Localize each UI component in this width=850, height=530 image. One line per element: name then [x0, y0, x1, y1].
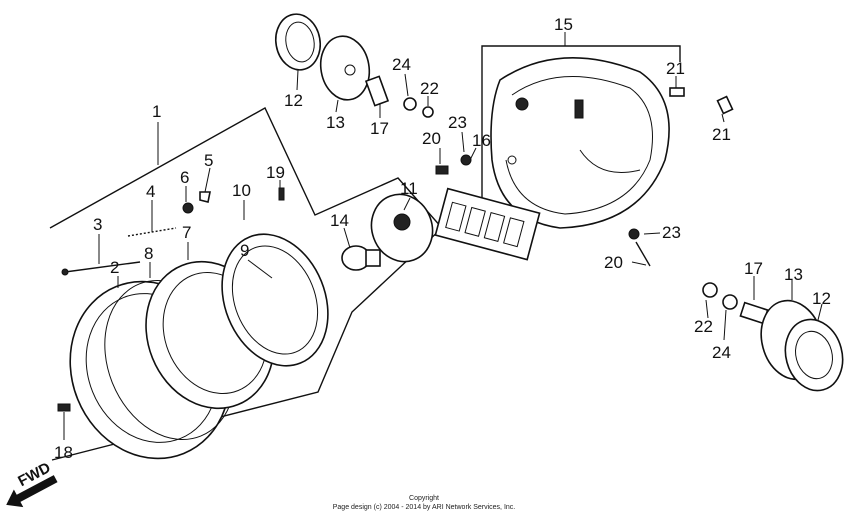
copyright-line-1: Copyright — [409, 495, 439, 502]
bolt-20-lower — [635, 241, 651, 267]
nut-23-upper — [460, 154, 472, 166]
reflector-cap-12-upper — [274, 13, 322, 71]
callout-16: 16 — [472, 131, 491, 150]
nut-23-lower — [628, 228, 640, 240]
group-15-bracket — [481, 45, 681, 198]
bulb-socket — [370, 193, 434, 263]
callout-3: 3 — [93, 215, 102, 234]
fwd-arrow-icon: FWD — [6, 459, 58, 508]
callout-10: 10 — [232, 181, 251, 200]
callout-6: 6 — [180, 168, 189, 187]
stud-17-upper — [364, 75, 390, 107]
washer-22-lower — [702, 282, 718, 298]
callout-22-lower: 22 — [694, 317, 713, 336]
callout-7: 7 — [182, 223, 191, 242]
screw-18 — [57, 403, 71, 412]
callout-22-upper: 22 — [420, 79, 439, 98]
callout-13-upper: 13 — [326, 113, 345, 132]
mounting-ring — [221, 233, 329, 367]
callout-24-lower: 24 — [712, 343, 731, 362]
callout-8: 8 — [144, 244, 153, 263]
nut-6 — [182, 202, 194, 214]
callout-23-upper: 23 — [448, 113, 467, 132]
connector-block — [434, 187, 541, 261]
callout-21-upper: 21 — [666, 59, 685, 78]
callout-18: 18 — [54, 443, 73, 462]
callout-4: 4 — [146, 182, 155, 201]
washer-22-upper — [422, 106, 434, 118]
bolt-21-b — [716, 95, 734, 115]
callout-17-lower: 17 — [744, 259, 763, 278]
callout-1: 1 — [152, 102, 161, 121]
screw-3 — [61, 261, 141, 276]
callout-13-lower: 13 — [784, 265, 803, 284]
callout-2: 2 — [110, 258, 119, 277]
leader-lines — [63, 32, 823, 440]
callout-5: 5 — [204, 151, 213, 170]
callout-20-lower: 20 — [604, 253, 623, 272]
callout-11: 11 — [400, 179, 418, 198]
screw-19 — [278, 187, 285, 201]
callout-19: 19 — [266, 163, 285, 182]
callout-14: 14 — [330, 211, 349, 230]
callout-15: 15 — [554, 15, 573, 34]
headlight-case — [490, 56, 670, 229]
clip-5 — [199, 191, 211, 203]
callout-9: 9 — [240, 241, 249, 260]
bulb — [341, 245, 381, 271]
cover-13-upper — [319, 35, 371, 101]
callout-24-upper: 24 — [392, 55, 411, 74]
copyright-line-2: Page design (c) 2004 - 2014 by ARI Netwo… — [333, 504, 516, 511]
callout-12-upper: 12 — [284, 91, 303, 110]
reflector-cap-12-lower — [784, 318, 844, 392]
callout-12-lower: 12 — [812, 289, 831, 308]
bolt-21-a — [669, 87, 685, 97]
callout-23-lower: 23 — [662, 223, 681, 242]
callout-21-lower: 21 — [712, 125, 731, 144]
callout-17-upper: 17 — [370, 119, 389, 138]
bolt-20-upper — [435, 165, 449, 175]
callout-20-upper: 20 — [422, 129, 441, 148]
washer-24-lower — [722, 294, 738, 310]
washer-24-upper — [403, 97, 417, 111]
